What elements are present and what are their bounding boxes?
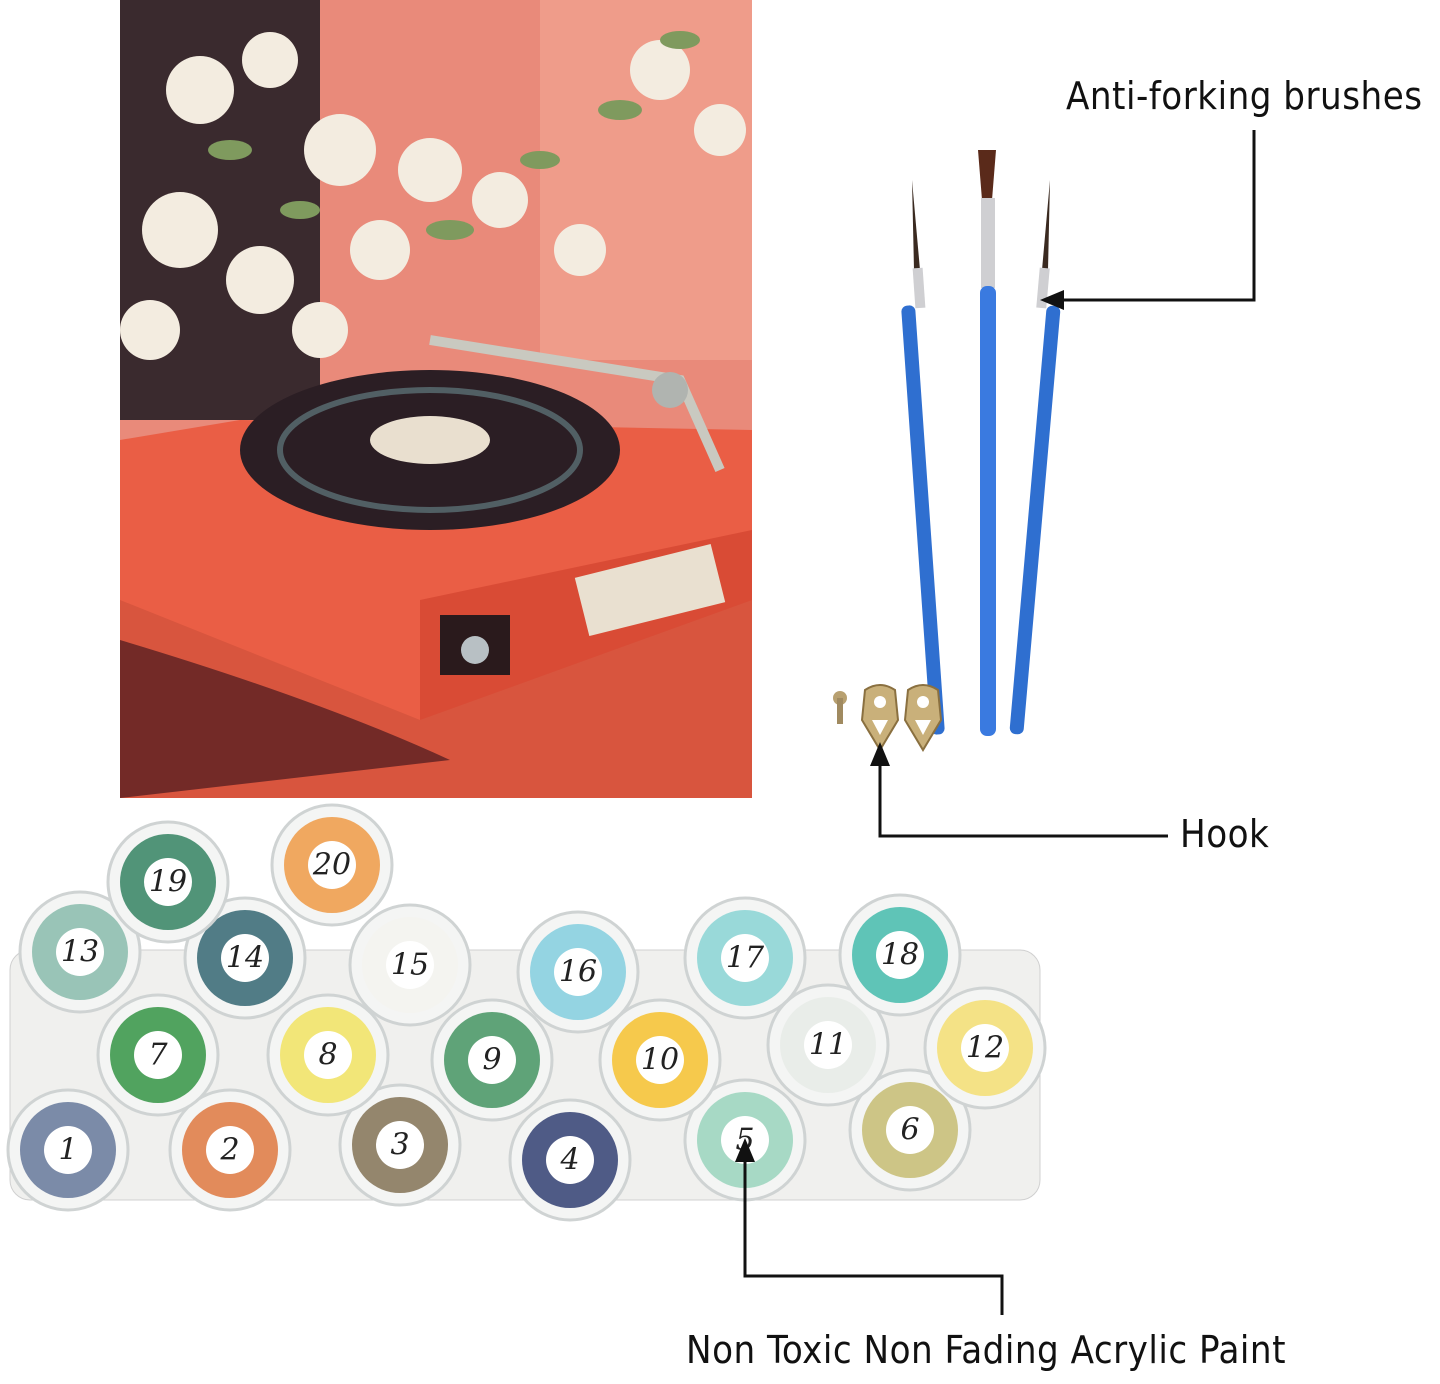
paint-cup-11: 11 (766, 983, 890, 1107)
paint-cup-number: 16 (559, 955, 597, 990)
paint-cup-number: 13 (61, 935, 99, 970)
paint-cup-number: 14 (226, 941, 264, 976)
hooks-image (833, 684, 943, 752)
paint-cup-number: 20 (312, 848, 351, 883)
paint-cup-9: 9 (430, 998, 554, 1122)
paint-cup-7: 7 (96, 993, 220, 1117)
screw-icon (833, 691, 847, 724)
paint-cup-number: 10 (641, 1043, 679, 1078)
paint-cup-15: 15 (348, 903, 472, 1027)
paint-cup-8: 8 (266, 993, 390, 1117)
paint-cup-number: 6 (900, 1113, 919, 1148)
paint-cup-4: 4 (508, 1098, 632, 1222)
paint-cup-1: 1 (6, 1088, 130, 1212)
paint-cup-number: 9 (482, 1043, 501, 1078)
anti-forking-brushes-label: Anti-forking brushes (1066, 74, 1423, 118)
brushes-image (901, 150, 1061, 736)
paint-cup-16: 16 (516, 910, 640, 1034)
paint-cup-number: 4 (559, 1143, 579, 1178)
paint-cup-number: 17 (726, 941, 765, 976)
paint-cup-number: 12 (966, 1031, 1004, 1066)
turntable-painting-image (120, 0, 752, 798)
paint-cup-number: 1 (58, 1133, 77, 1168)
paint-cup-number: 5 (735, 1123, 754, 1158)
paint-cup-number: 2 (219, 1133, 239, 1168)
paint-cup-17: 17 (683, 896, 807, 1020)
paint-cup-number: 3 (390, 1128, 409, 1163)
paint-cup-number: 8 (318, 1038, 337, 1073)
paint-cup-13: 13 (18, 890, 142, 1014)
acrylic-paint-label: Non Toxic Non Fading Acrylic Paint (686, 1328, 1286, 1372)
paint-cup-number: 7 (148, 1038, 168, 1073)
paint-cup-number: 15 (391, 948, 429, 983)
hook-label: Hook (1180, 812, 1270, 856)
paint-cup-12: 12 (923, 986, 1047, 1110)
paint-cup-18: 18 (838, 893, 962, 1017)
paint-cup-10: 10 (598, 998, 722, 1122)
paint-cup-3: 3 (338, 1083, 462, 1207)
paint-cup-number: 18 (881, 938, 919, 973)
paint-cup-14: 14 (183, 896, 307, 1020)
paint-cup-number: 19 (149, 865, 187, 900)
paint-cup-number: 11 (809, 1028, 847, 1063)
paint-cup-19: 19 (106, 820, 230, 944)
paint-cup-20: 20 (270, 803, 394, 927)
paint-cup-2: 2 (168, 1088, 292, 1212)
